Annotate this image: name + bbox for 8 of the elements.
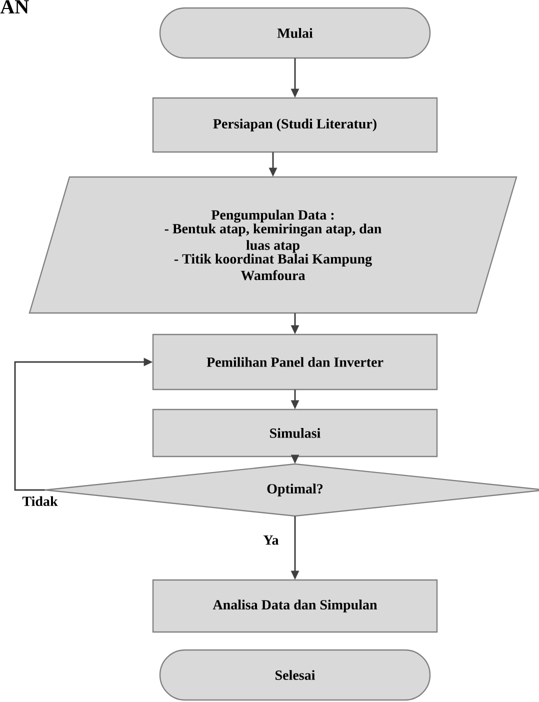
process-box: Simulasi xyxy=(152,408,438,458)
heading-fragment: AN xyxy=(0,0,29,14)
process-box: Pemilihan Panel dan Inverter xyxy=(152,334,438,390)
process-box: Analisa Data dan Simpulan xyxy=(152,579,438,633)
edge-label: Ya xyxy=(263,536,279,545)
data-parallelogram: Pengumpulan Data : - Bentuk atap, kemiringan atap, dan luas atap - Titik koordinat Balai Kampung Wamfoura xyxy=(28,176,518,314)
edge-label: Tidak xyxy=(22,496,58,506)
process-box: Persiapan (Studi Literatur) xyxy=(152,97,438,153)
